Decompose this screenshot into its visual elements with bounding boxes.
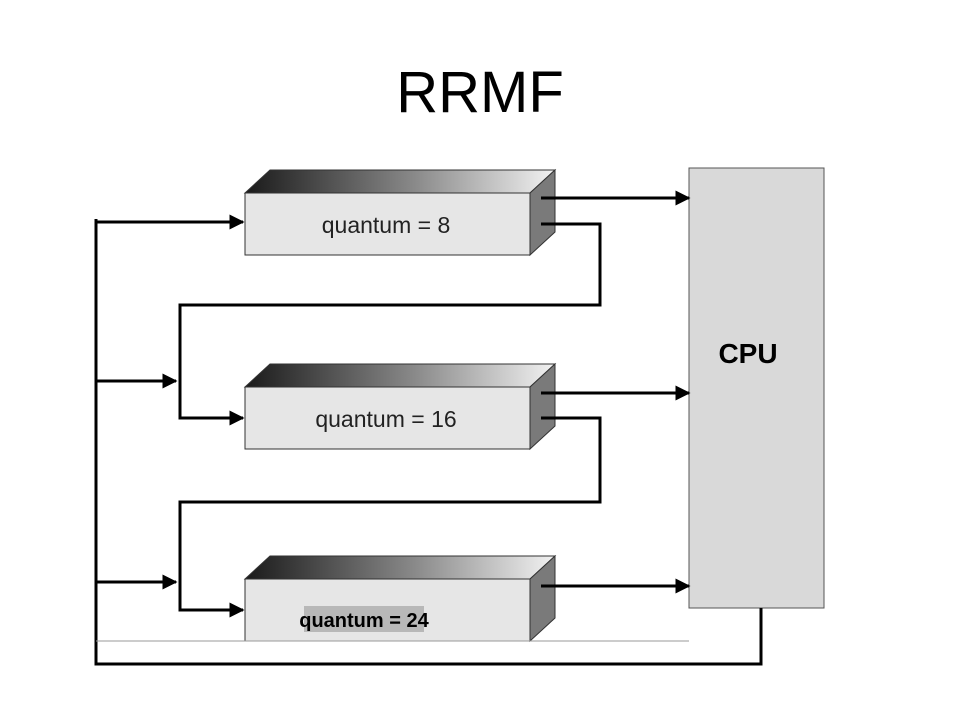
- queue-box-2: quantum = 16: [243, 362, 557, 451]
- feedback-loop: [94, 219, 763, 666]
- queue-box-3: quantum = 24: [243, 554, 557, 643]
- queue-box-1: quantum = 8: [243, 168, 557, 257]
- cpu-label: CPU: [718, 338, 777, 369]
- queue-label-1: quantum = 8: [322, 212, 451, 238]
- diagram-title: RRMF: [396, 60, 564, 125]
- demotion-path-1-to-2: [178, 222, 602, 426]
- queue-label-3: quantum = 24: [299, 610, 429, 632]
- demotion-path-2-to-3: [178, 416, 602, 618]
- queue-label-highlight: [304, 606, 424, 632]
- queue-label-2: quantum = 16: [315, 406, 456, 432]
- cpu-box: CPU: [688, 167, 825, 609]
